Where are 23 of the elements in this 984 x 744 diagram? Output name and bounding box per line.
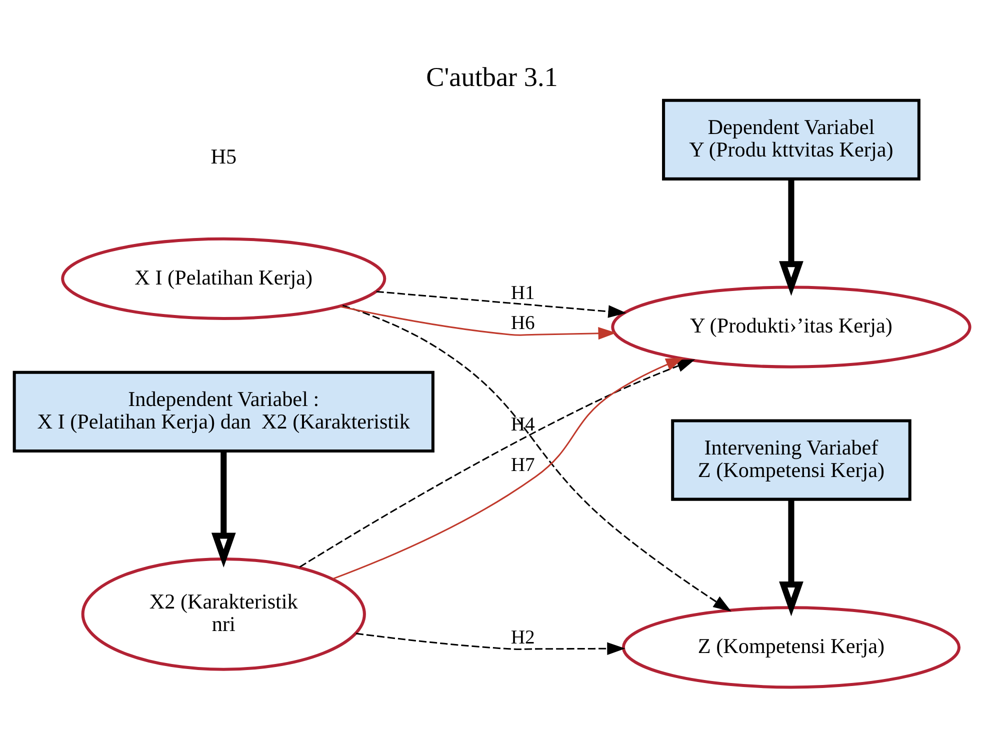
arrow (211, 450, 236, 568)
edge-label: H1 (510, 281, 535, 304)
edge-label: H4 (510, 412, 535, 435)
edge-label: H6 (510, 312, 535, 334)
node-ellipse: Y (Produkti›’itas Kerja) (611, 285, 972, 368)
node-ellipse: X2 (Karakteristik nri (81, 556, 366, 670)
node-box: Independent Variabel : X I (Pelatihan Kerja) dan X2 (Karakteristik (12, 370, 434, 452)
diagram-title: C'autbar 3.1 (426, 61, 558, 92)
edge-label: H7 (510, 454, 535, 476)
arrow (779, 499, 804, 616)
node-box: Intervening Variabef Z (Kompetensi Kerja) (671, 418, 912, 500)
label: H5 (210, 144, 237, 168)
arrow (356, 632, 626, 654)
arrow (299, 358, 696, 568)
arrow (332, 357, 684, 580)
arrow (779, 178, 804, 296)
node-box: Dependent Variabel Y (Produ kttvitas Kerja) (662, 98, 920, 180)
edge-label: H2 (510, 626, 535, 648)
arrow (342, 304, 732, 612)
arrow (376, 290, 626, 318)
arrow (339, 305, 616, 340)
node-ellipse: X I (Pelatihan Kerja) (61, 236, 386, 320)
node-ellipse: Z (Kompetensi Kerja) (622, 606, 961, 688)
